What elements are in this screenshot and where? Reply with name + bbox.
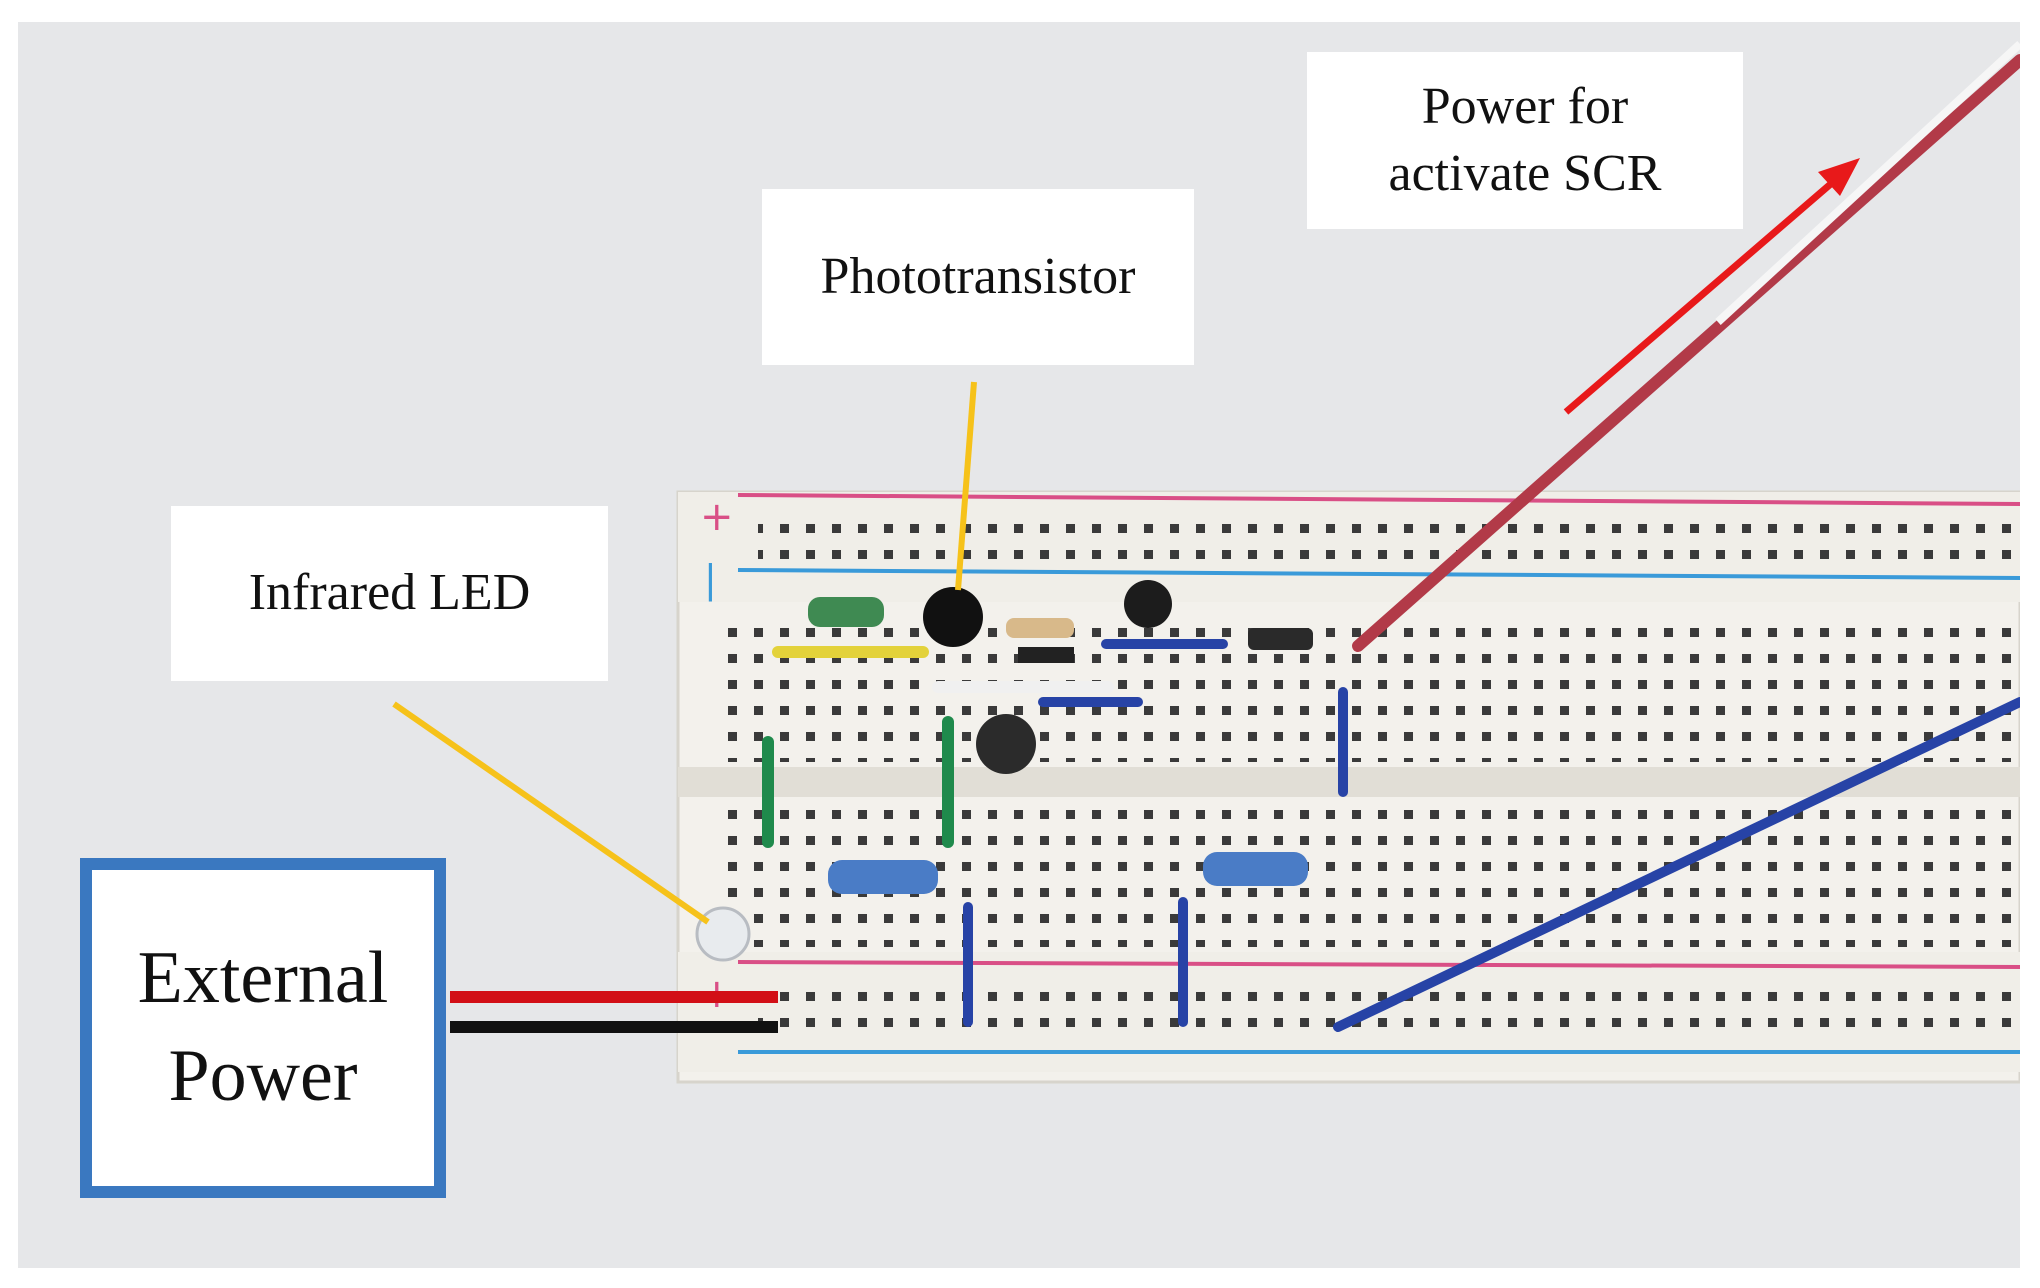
phototransistor-callout-line	[955, 381, 977, 591]
resistor-icon	[1203, 852, 1308, 886]
svg-text:|: |	[704, 557, 717, 602]
diode-icon	[1248, 628, 1313, 650]
arrow-line	[1563, 179, 1836, 415]
infrared-led-label: Infrared LED	[171, 506, 608, 681]
transistor-icon	[1124, 580, 1172, 628]
led-callout-line	[392, 701, 710, 925]
red-wire	[1352, 54, 2020, 652]
svg-text:+: +	[700, 494, 734, 540]
breadboard-icon: + | +	[676, 490, 2020, 1084]
breadboard-scene: + | +	[392, 41, 2020, 1084]
resistor-icon	[828, 860, 938, 894]
resistor-icon	[808, 597, 884, 627]
resistor-icon	[1006, 618, 1074, 638]
power-for-scr-label: Power for activate SCR	[1307, 52, 1743, 229]
capacitor-icon	[976, 714, 1036, 774]
blue-wire	[1333, 697, 2020, 1032]
arrow-head-icon	[1818, 158, 1860, 196]
phototransistor-icon	[923, 587, 983, 647]
led-icon	[695, 906, 751, 962]
phototransistor-label: Phototransistor	[762, 189, 1194, 365]
external-power-box: External Power	[80, 858, 446, 1198]
